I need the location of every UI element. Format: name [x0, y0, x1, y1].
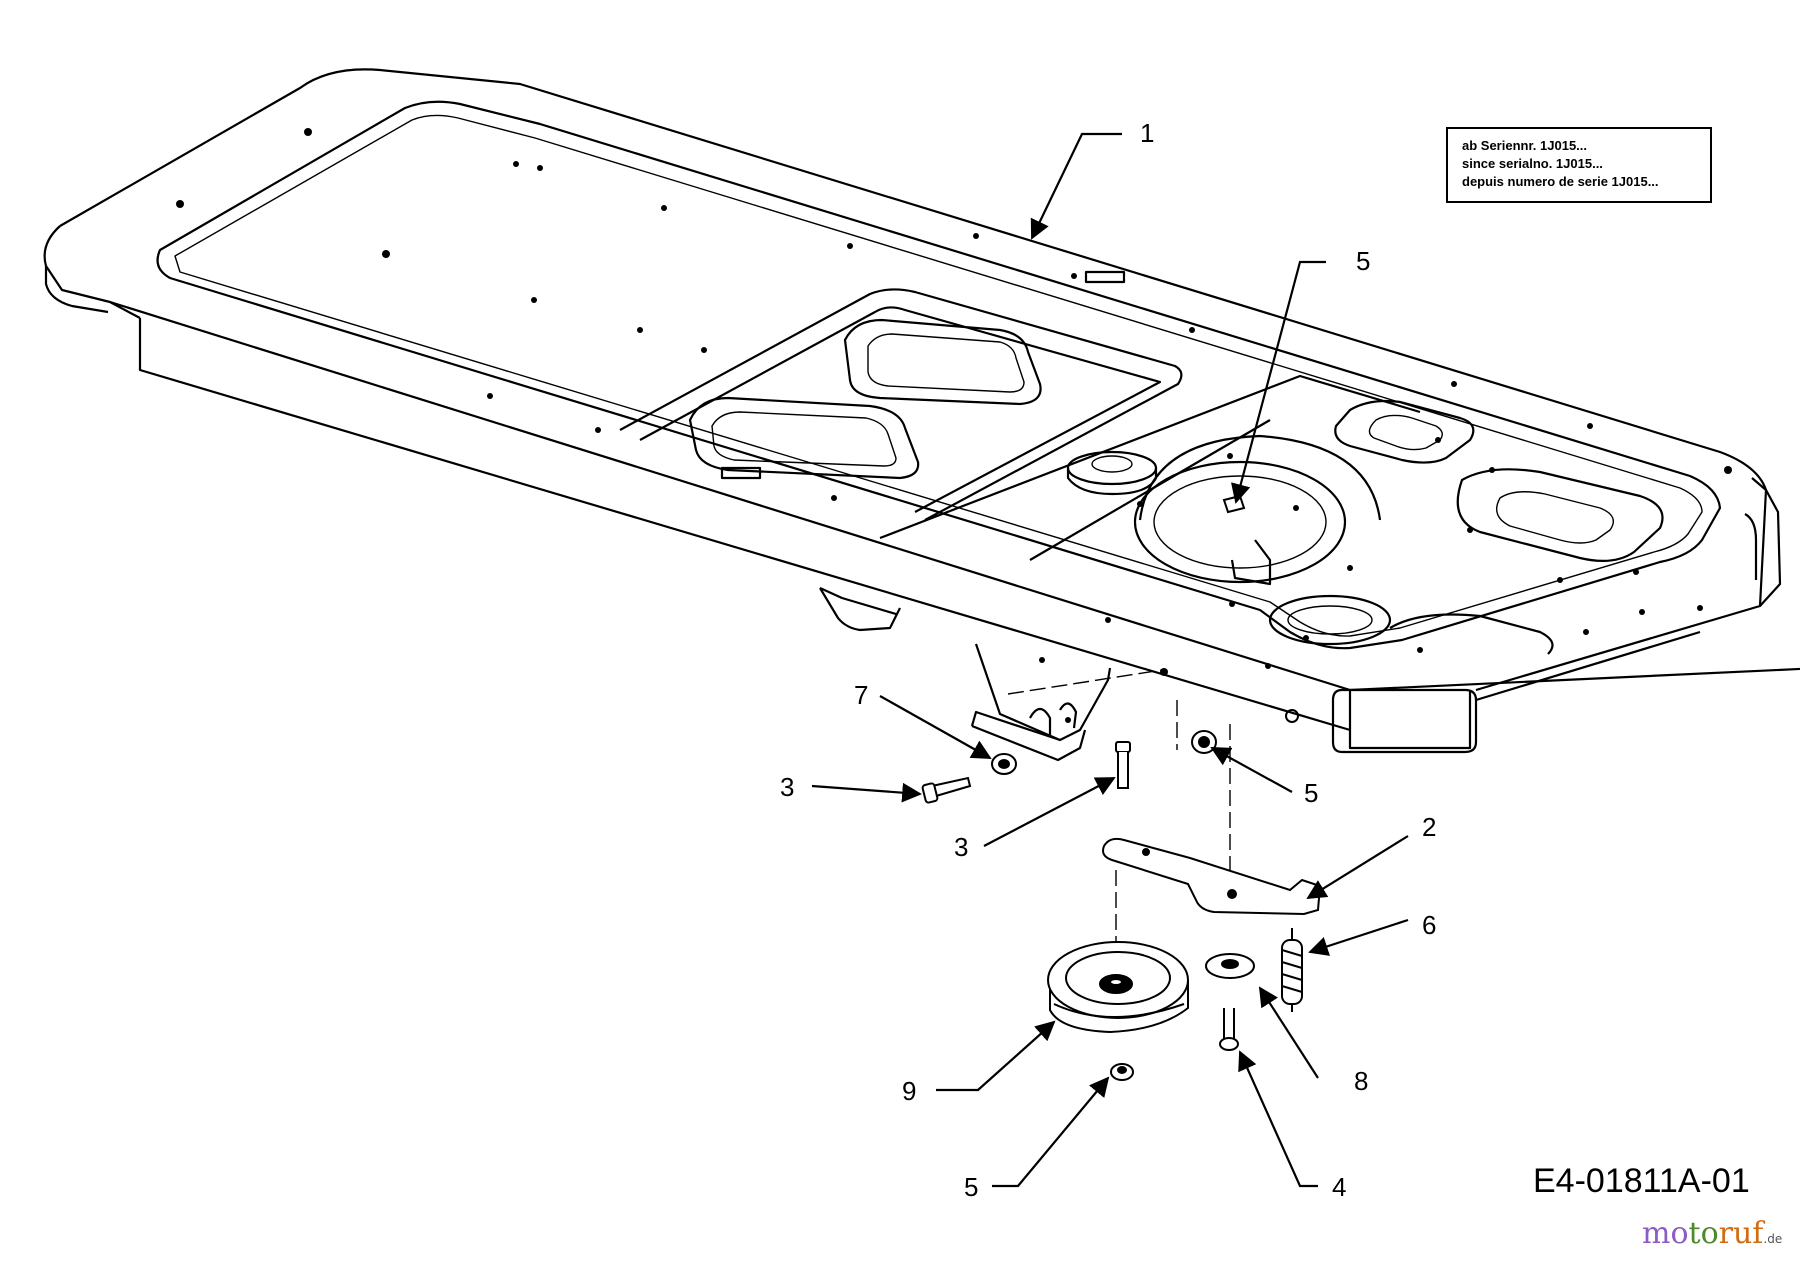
logo-part-1: mo	[1642, 1216, 1689, 1251]
serial-number-note: ab Seriennr. 1J015... since serialno. 1J…	[1446, 127, 1712, 203]
note-line-en: since serialno. 1J015...	[1462, 156, 1603, 171]
callout-8: 8	[1354, 1066, 1368, 1096]
callout-3-left: 3	[780, 772, 794, 802]
logo-part-3: ruf	[1718, 1216, 1764, 1251]
bolt-part-3-center	[1115, 741, 1131, 789]
note-line-de: ab Seriennr. 1J015...	[1462, 138, 1588, 153]
washer-part-5-right	[1191, 730, 1217, 754]
idler-arm-part-2	[1102, 837, 1322, 916]
callout-2: 2	[1422, 812, 1436, 842]
spacer-part-7	[991, 753, 1017, 775]
motoruf-logo: motoruf.de	[1642, 1216, 1782, 1251]
callout-5-bottom: 5	[964, 1172, 978, 1202]
drawing-number: E4-01811A-01	[1533, 1162, 1750, 1200]
pulley-part-9	[1047, 941, 1189, 1034]
logo-part-2: to	[1688, 1216, 1719, 1251]
callout-5-top: 5	[1356, 246, 1370, 276]
frame-holes	[176, 128, 1732, 723]
nut-part-5-bottom	[1110, 1063, 1134, 1081]
callout-1: 1	[1140, 118, 1154, 148]
callout-9: 9	[902, 1076, 916, 1106]
callout-6: 6	[1422, 910, 1436, 940]
nut-part-5-top	[1222, 494, 1246, 514]
callout-3-center: 3	[954, 832, 968, 862]
spring-part-6	[1281, 928, 1303, 1012]
callout-7: 7	[854, 680, 868, 710]
logo-tld: .de	[1763, 1232, 1783, 1246]
bolt-part-3-left	[921, 776, 972, 804]
frame-chassis	[43, 68, 1800, 762]
leader-lines	[811, 132, 1409, 1188]
note-line-fr: depuis numero de serie 1J015...	[1462, 174, 1659, 189]
washer-part-8	[1205, 953, 1255, 979]
callout-4: 4	[1332, 1172, 1346, 1202]
bolt-part-4	[1219, 1008, 1239, 1051]
callout-5-right: 5	[1304, 778, 1318, 808]
